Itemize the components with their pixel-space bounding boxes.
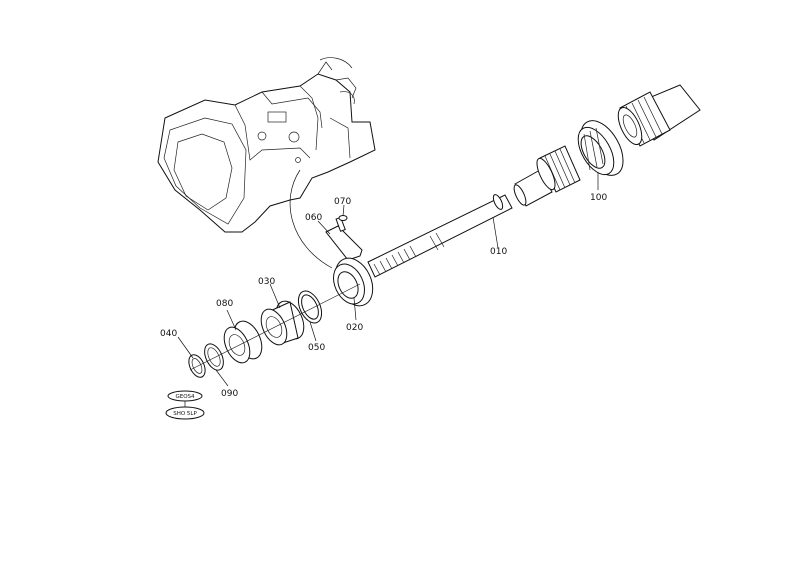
assembly-location-line bbox=[289, 169, 333, 269]
leader-lines bbox=[177, 172, 599, 408]
bearing-100 bbox=[577, 120, 624, 176]
label-040: 040 bbox=[160, 329, 177, 339]
oval-label-top: GEOS4 bbox=[175, 394, 195, 400]
bearing-030 bbox=[260, 300, 305, 346]
transmission-housing bbox=[157, 57, 376, 233]
main-shaft bbox=[367, 145, 581, 278]
label-080: 080 bbox=[216, 299, 233, 309]
label-070: 070 bbox=[334, 197, 351, 207]
label-020: 020 bbox=[346, 323, 363, 333]
bearing-080 bbox=[223, 320, 263, 364]
shim-090 bbox=[204, 343, 224, 371]
label-100: 100 bbox=[590, 193, 607, 203]
output-shaft-end bbox=[617, 84, 701, 147]
label-030: 030 bbox=[258, 277, 275, 287]
kit-oval-bottom: SHO 5LP bbox=[165, 406, 205, 420]
oval-label-bottom: SHO 5LP bbox=[173, 411, 197, 417]
label-060: 060 bbox=[305, 213, 322, 223]
label-050: 050 bbox=[308, 343, 325, 353]
assembly-axis bbox=[189, 283, 361, 371]
bearing-020 bbox=[333, 257, 374, 307]
label-010: 010 bbox=[490, 247, 507, 257]
snap-ring-050 bbox=[297, 290, 323, 324]
bracket-060 bbox=[325, 225, 363, 261]
kit-oval-top: GEOS4 bbox=[167, 390, 203, 402]
label-090: 090 bbox=[221, 389, 238, 399]
